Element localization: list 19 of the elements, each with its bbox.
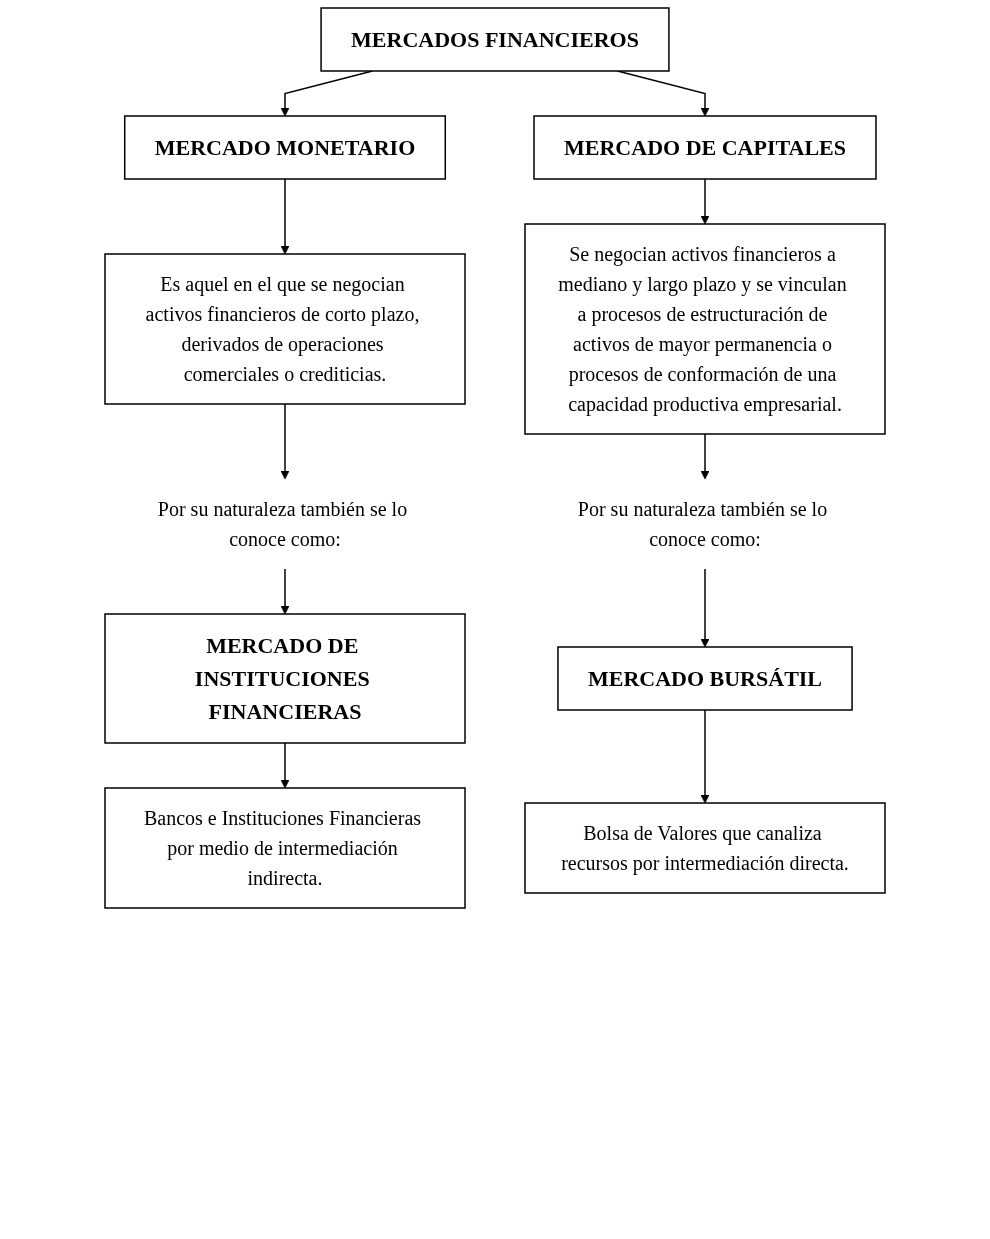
arrow	[280, 403, 290, 480]
node-box: MERCADO MONETARIO	[124, 115, 446, 180]
node-box: MERCADO DE CAPITALES	[533, 115, 877, 180]
node-box: MERCADO BURSÁTIL	[557, 646, 853, 711]
node-box: Bancos e Instituciones Financieras por medio de intermediación indirecta.	[104, 787, 466, 909]
node-text: Por su naturaleza también se lo conoce como:	[577, 498, 828, 550]
node-box: MERCADO DE INSTITUCIONES FINANCIERAS	[104, 613, 466, 744]
arrow	[700, 568, 710, 648]
node-box: Bolsa de Valores que canaliza recursos por intermediación directa.	[524, 802, 886, 894]
arrow	[280, 568, 290, 615]
arrow	[700, 433, 710, 480]
node-text: Por su naturaleza también se lo conoce como:	[157, 498, 408, 550]
arrow	[700, 709, 710, 804]
arrow	[700, 178, 710, 225]
node-box: Es aquel en el que se negocian activos financieros de corto plazo, derivados de operaciones comerciales o crediticias.	[104, 253, 466, 405]
arrow	[280, 742, 290, 789]
node-box: Se negocian activos financieros a mediano y largo plazo y se vinculan a procesos de estructuración de activos de mayor permanencia o procesos de conformación de una capacidad productiva empresarial.	[524, 223, 886, 435]
arrow	[280, 178, 290, 255]
node-box: MERCADOS FINANCIEROS	[320, 7, 670, 72]
